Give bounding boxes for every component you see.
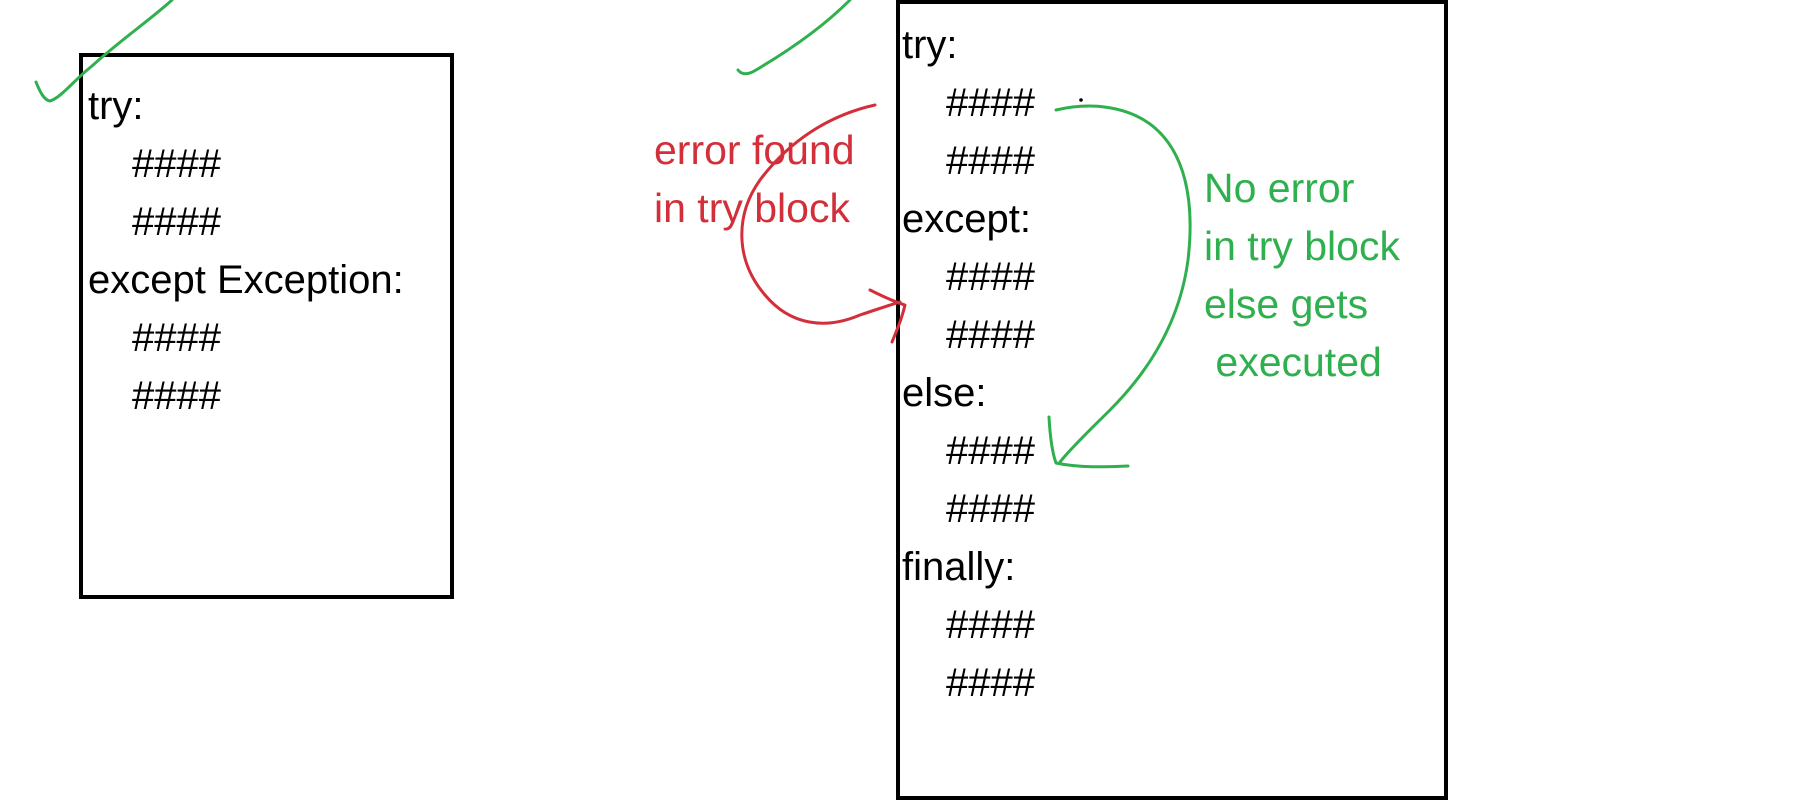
error-note-line-2: in try block bbox=[654, 185, 850, 231]
code-placeholder: #### bbox=[946, 487, 1035, 531]
code-keyword-except: except: bbox=[902, 197, 1031, 241]
code-placeholder: #### bbox=[946, 603, 1035, 647]
code-placeholder: #### bbox=[946, 661, 1035, 705]
code-placeholder: #### bbox=[132, 316, 221, 360]
code-keyword-try: try: bbox=[88, 84, 144, 128]
code-keyword-try: try: bbox=[902, 23, 958, 67]
try-except-box bbox=[79, 53, 454, 599]
code-placeholder: #### bbox=[132, 200, 221, 244]
code-placeholder: #### bbox=[946, 313, 1035, 357]
success-note-line-3: else gets bbox=[1204, 281, 1369, 327]
code-keyword-else: else: bbox=[902, 371, 987, 415]
code-placeholder: #### bbox=[946, 139, 1035, 183]
code-keyword-except-exception: except Exception: bbox=[88, 258, 404, 302]
success-note-line-2: in try block bbox=[1204, 223, 1400, 269]
code-placeholder: #### bbox=[946, 81, 1035, 125]
code-placeholder: #### bbox=[132, 142, 221, 186]
error-note-line-1: error found bbox=[654, 127, 855, 173]
code-placeholder: #### bbox=[132, 374, 221, 418]
code-keyword-finally: finally: bbox=[902, 545, 1016, 589]
code-placeholder: #### bbox=[946, 429, 1035, 473]
success-note-line-4: executed bbox=[1204, 339, 1382, 385]
code-placeholder: #### bbox=[946, 255, 1035, 299]
success-note-line-1: No error bbox=[1204, 165, 1355, 211]
green-checkmark-right bbox=[736, 0, 852, 76]
